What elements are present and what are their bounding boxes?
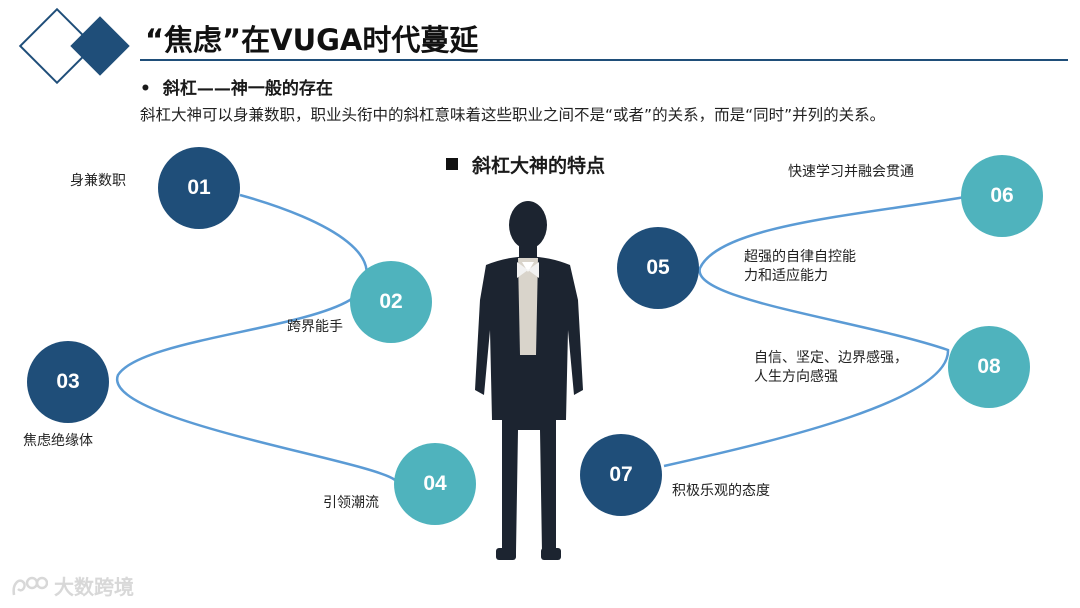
trait-circle-01: 01 — [158, 147, 240, 229]
trait-label-04: 引领潮流 — [323, 494, 379, 513]
description-text: 斜杠大神可以身兼数职，职业头衔中的斜杠意味着这些职业之间不是“或者”的关系，而是… — [140, 103, 885, 125]
watermark: 大数跨境 — [10, 571, 134, 600]
connector-left — [117, 195, 395, 480]
trait-label-05: 超强的自律自控能 力和适应能力 — [744, 248, 856, 286]
bullet-heading: • 斜杠——神一般的存在 — [140, 74, 333, 99]
trait-label-03: 焦虑绝缘体 — [23, 432, 93, 451]
bullet-text: 斜杠——神一般的存在 — [163, 79, 333, 99]
section-heading: 斜杠大神的特点 — [446, 151, 605, 178]
trait-circle-08: 08 — [948, 326, 1030, 408]
bullet-dot: • — [140, 79, 151, 99]
trait-circle-03: 03 — [27, 341, 109, 423]
trait-circle-06: 06 — [961, 155, 1043, 237]
trait-circle-04: 04 — [394, 443, 476, 525]
trait-label-05-line-1: 超强的自律自控能 — [744, 248, 856, 267]
logo-icon — [10, 573, 48, 599]
trait-circle-02: 02 — [350, 261, 432, 343]
corner-diamonds — [20, 9, 129, 83]
square-bullet-icon — [446, 158, 458, 170]
trait-label-05-line-2: 力和适应能力 — [744, 267, 856, 286]
page-title: “焦虑”在VUGA时代蔓延 — [145, 17, 478, 59]
connector-right — [664, 197, 965, 466]
trait-label-08: 自信、坚定、边界感强， 人生方向感强 — [754, 349, 908, 387]
title-underline — [140, 59, 1068, 61]
businessman-icon — [475, 201, 583, 560]
trait-label-06: 快速学习并融会贯通 — [788, 163, 914, 182]
watermark-text: 大数跨境 — [54, 571, 134, 600]
trait-label-01: 身兼数职 — [70, 172, 126, 191]
section-title: 斜杠大神的特点 — [472, 155, 605, 177]
trait-label-08-line-2: 人生方向感强 — [754, 368, 908, 387]
trait-label-07: 积极乐观的态度 — [672, 482, 770, 501]
trait-circle-05: 05 — [617, 227, 699, 309]
trait-label-02: 跨界能手 — [287, 318, 343, 337]
trait-circle-07: 07 — [580, 434, 662, 516]
trait-label-08-line-1: 自信、坚定、边界感强， — [754, 349, 908, 368]
